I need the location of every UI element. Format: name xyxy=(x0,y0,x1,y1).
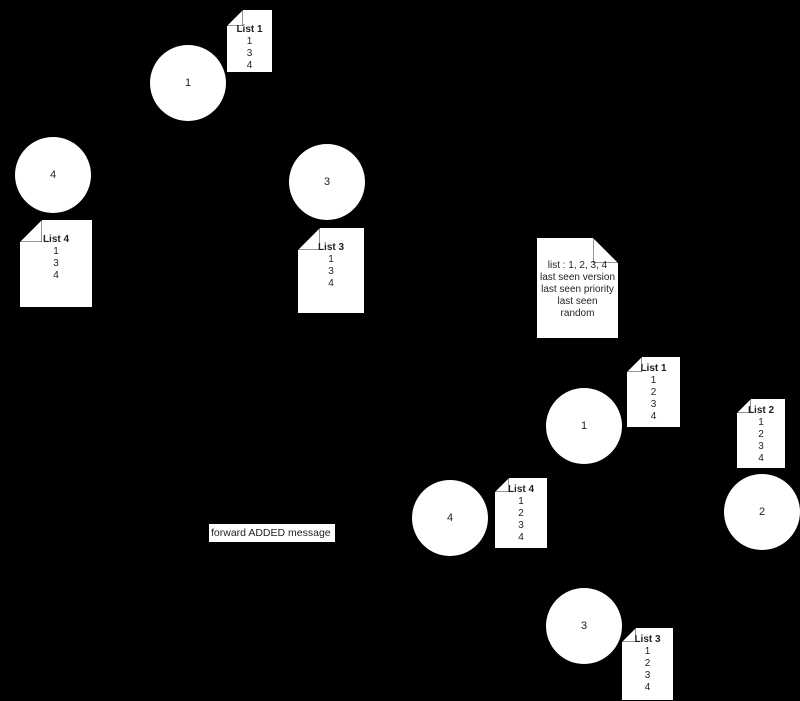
note-item: 1 xyxy=(650,375,657,386)
note-item: 1 xyxy=(758,417,764,428)
note-item: 4 xyxy=(518,532,524,543)
note-item: 2 xyxy=(518,508,524,519)
note-item: 4 xyxy=(758,453,764,464)
note-item: 4 xyxy=(644,682,651,693)
node-label: 3 xyxy=(580,620,588,632)
note-item: 3 xyxy=(328,266,334,277)
note-list3-right: List 3 1 2 3 4 xyxy=(622,628,673,700)
note-item: 2 xyxy=(644,658,651,669)
node-label: 1 xyxy=(184,77,192,89)
annotation-line: list : 1, 2, 3, 4 xyxy=(547,260,608,271)
note-item: 3 xyxy=(650,399,657,410)
node-circle-4-right: 4 xyxy=(412,480,488,556)
note-item: 4 xyxy=(328,278,334,289)
node-circle-3-right: 3 xyxy=(546,588,622,664)
note-title: List 1 xyxy=(640,363,667,374)
note-title: List 4 xyxy=(42,234,70,245)
note-item: 2 xyxy=(758,429,764,440)
node-label: 4 xyxy=(49,169,57,181)
annotation-note: list : 1, 2, 3, 4 last seen version last… xyxy=(537,238,618,338)
note-item: 3 xyxy=(644,670,651,681)
node-label: 3 xyxy=(323,176,331,188)
note-item: 4 xyxy=(650,411,657,422)
forward-added-message-label: forward ADDED message xyxy=(209,524,335,542)
note-item: 1 xyxy=(53,246,59,257)
note-list1-right: List 1 1 2 3 4 xyxy=(627,357,680,427)
note-list3-left: List 3 1 3 4 xyxy=(298,228,364,313)
node-label: 4 xyxy=(446,512,454,524)
annotation-line: random xyxy=(560,308,595,319)
note-item: 1 xyxy=(328,254,334,265)
annotation-line: last seen priority xyxy=(541,284,614,295)
node-label: 2 xyxy=(758,506,766,518)
note-item: 3 xyxy=(518,520,524,531)
note-title: List 2 xyxy=(747,405,775,416)
node-label: 1 xyxy=(580,420,588,432)
note-title: List 3 xyxy=(317,242,345,253)
note-item: 4 xyxy=(246,60,253,71)
node-circle-1-left: 1 xyxy=(150,45,226,121)
note-list4-left: List 4 1 3 4 xyxy=(20,220,92,307)
note-item: 2 xyxy=(650,387,657,398)
note-list2-right: List 2 1 2 3 4 xyxy=(737,399,785,468)
annotation-line: last seen version xyxy=(539,272,616,283)
note-item: 1 xyxy=(246,36,253,47)
note-title: List 4 xyxy=(507,484,535,495)
note-item: 1 xyxy=(518,496,524,507)
note-item: 3 xyxy=(758,441,764,452)
note-item: 3 xyxy=(53,258,59,269)
note-title: List 3 xyxy=(634,634,661,645)
node-circle-4-left: 4 xyxy=(15,137,91,213)
note-item: 1 xyxy=(644,646,651,657)
node-circle-3-left: 3 xyxy=(289,144,365,220)
note-list4-right: List 4 1 2 3 4 xyxy=(495,478,547,548)
node-circle-2-right: 2 xyxy=(724,474,800,550)
note-item: 4 xyxy=(53,270,59,281)
node-circle-1-right: 1 xyxy=(546,388,622,464)
annotation-line: last seen xyxy=(557,296,598,307)
note-list1-left: List 1 1 3 4 xyxy=(227,10,272,72)
note-title: List 1 xyxy=(236,24,263,35)
note-item: 3 xyxy=(246,48,253,59)
